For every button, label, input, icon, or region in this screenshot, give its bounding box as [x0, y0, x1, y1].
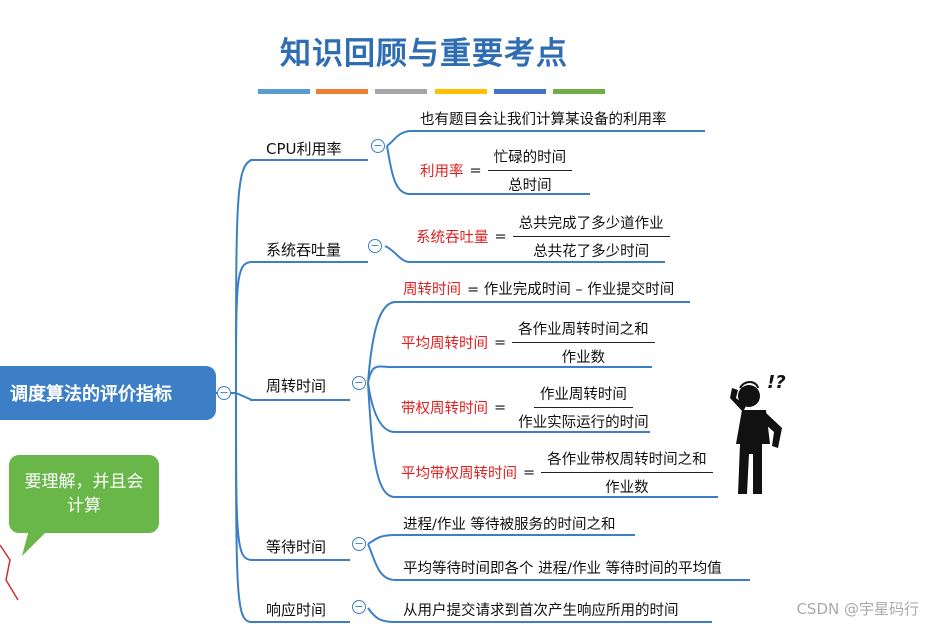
color-bar-3	[375, 89, 427, 94]
branch-throughput-label[interactable]: 系统吞吐量	[266, 241, 342, 259]
bubble-tail	[22, 526, 52, 556]
figure-exclaim-question: !?	[767, 372, 786, 393]
fraction: 各作业周转时间之和 作业数	[512, 318, 655, 367]
leaf-throughput-line	[384, 245, 665, 263]
formula-eq: =	[523, 464, 536, 481]
formula-name: 平均带权周转时间	[401, 466, 517, 482]
branch-turnaround-label[interactable]: 周转时间	[266, 377, 327, 395]
cpu-collapse-icon[interactable]: −	[371, 139, 385, 153]
turnaround-formula-3: 带权周转时间 = 作业周转时间 作业实际运行的时间	[401, 383, 655, 432]
response-collapse-icon[interactable]: −	[352, 600, 366, 614]
branch-waiting-label[interactable]: 等待时间	[266, 538, 327, 556]
formula-eq: =	[494, 228, 507, 245]
waiting-leaf-2: 平均等待时间即各个 进程/作业 等待时间的平均值	[403, 561, 722, 577]
response-leaf-1: 从用户提交请求到首次产生响应所用的时间	[403, 603, 679, 619]
confused-person-icon	[730, 381, 782, 494]
color-bar-2	[316, 89, 368, 94]
formula-name: 利用率	[420, 164, 464, 180]
fraction: 各作业带权周转时间之和 作业数	[541, 448, 713, 497]
leaf-ta-4-line	[367, 382, 718, 498]
denominator: 作业数	[561, 350, 606, 366]
numerator: 各作业周转时间之和	[512, 318, 655, 343]
formula-name: 系统吞吐量	[416, 230, 489, 246]
trunk-waiting	[235, 392, 253, 561]
formula-name: 平均周转时间	[401, 336, 488, 352]
denominator: 作业数	[605, 480, 649, 496]
denominator: 总共花了多少时间	[533, 244, 650, 260]
fraction: 总共完成了多少道作业 总共花了多少时间	[512, 212, 670, 261]
fraction: 忙碌的时间 总时间	[487, 146, 573, 195]
branch-response-label[interactable]: 响应时间	[266, 601, 327, 619]
leaf-ta-1-line	[367, 301, 690, 384]
sketch-scribble	[0, 544, 19, 601]
numerator: 总共完成了多少道作业	[512, 212, 670, 237]
root-node[interactable]: 调度算法的评价指标	[0, 366, 216, 420]
note-bubble: 要理解，并且会计算	[9, 455, 159, 533]
color-bar-1	[258, 89, 310, 94]
leaf-wait-1-line	[367, 534, 635, 545]
throughput-collapse-icon[interactable]: −	[368, 239, 382, 253]
leaf-cpu-2-line	[386, 145, 590, 195]
formula-rest: = 作业完成时间 – 作业提交时间	[467, 282, 675, 298]
trunk-turnaround	[235, 392, 253, 401]
cpu-leaf-1: 也有题目会让我们计算某设备的利用率	[420, 112, 667, 128]
denominator: 作业实际运行的时间	[518, 415, 649, 431]
turnaround-formula-2: 平均周转时间 = 各作业周转时间之和 作业数	[401, 318, 655, 367]
root-label: 调度算法的评价指标	[10, 384, 172, 405]
color-bar-6	[553, 89, 605, 94]
waiting-leaf-1: 进程/作业 等待被服务的时间之和	[403, 517, 616, 533]
leaf-resp-line	[367, 607, 712, 623]
page-title: 知识回顾与重要考点	[280, 36, 568, 72]
branch-cpu-label[interactable]: CPU利用率	[266, 140, 342, 158]
fraction: 作业周转时间 作业实际运行的时间	[512, 383, 655, 432]
leaf-wait-2-line	[367, 543, 750, 581]
cpu-formula: 利用率 = 忙碌的时间 总时间	[420, 146, 573, 195]
watermark: CSDN @宇星码行	[796, 600, 919, 618]
color-bar-4	[435, 89, 487, 94]
color-bar-5	[494, 89, 546, 94]
denominator: 总时间	[508, 178, 552, 194]
numerator: 忙碌的时间	[487, 146, 573, 171]
root-collapse-icon[interactable]: −	[217, 386, 231, 400]
formula-name: 带权周转时间	[401, 401, 488, 417]
formula-eq: =	[494, 334, 507, 351]
leaf-cpu-1-line	[386, 130, 705, 147]
throughput-formula: 系统吞吐量 = 总共完成了多少道作业 总共花了多少时间	[416, 212, 670, 261]
turnaround-formula-4: 平均带权周转时间 = 各作业带权周转时间之和 作业数	[401, 448, 713, 497]
formula-eq: =	[469, 162, 482, 179]
formula-name: 周转时间	[403, 282, 461, 298]
trunk-throughput	[235, 261, 253, 394]
turnaround-collapse-icon[interactable]: −	[352, 376, 366, 390]
leaf-ta-2-line	[367, 365, 652, 384]
numerator: 作业周转时间	[533, 383, 633, 408]
turnaround-formula-1: 周转时间 = 作业完成时间 – 作业提交时间	[403, 278, 674, 299]
note-text: 要理解，并且会计算	[24, 472, 144, 516]
numerator: 各作业带权周转时间之和	[541, 448, 713, 473]
formula-eq: =	[494, 399, 507, 416]
trunk-response	[235, 392, 253, 623]
waiting-collapse-icon[interactable]: −	[352, 537, 366, 551]
